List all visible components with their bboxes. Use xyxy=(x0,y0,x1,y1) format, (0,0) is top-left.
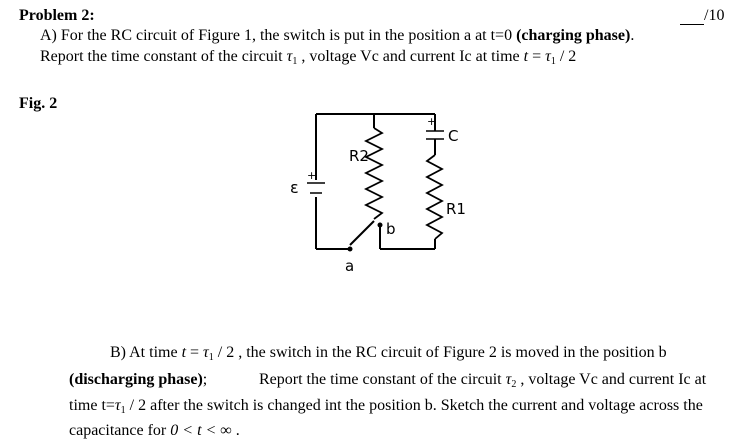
switch-position-b-label: b xyxy=(386,220,396,238)
part-b-line-4: capacitance for 0 < t < ∞ . xyxy=(69,422,240,439)
part-b-line-2-right: Report the time constant of the circuit … xyxy=(259,371,707,390)
discharging-phase-label: (discharging phase) xyxy=(69,371,203,388)
figure-caption: Fig. 2 xyxy=(19,95,58,112)
part-b-line-2-left: (discharging phase); xyxy=(69,371,208,388)
switch-blade xyxy=(349,220,375,246)
problem-title: Problem 2: xyxy=(19,7,95,24)
part-a-line-1: A) For the RC circuit of Figure 1, the s… xyxy=(40,27,635,44)
score-blank xyxy=(680,12,704,25)
r1-resistor xyxy=(425,154,444,240)
r1-label: R1 xyxy=(446,200,466,218)
charging-phase-label: (charging phase) xyxy=(516,27,631,44)
r2-resistor xyxy=(363,127,385,220)
r2-label: R2 xyxy=(349,147,369,165)
emf-label: ε xyxy=(290,178,299,197)
battery-plus-sign: + xyxy=(307,169,316,182)
part-a-line-2: Report the time constant of the circuit … xyxy=(40,48,577,67)
contact-a xyxy=(347,246,353,252)
part-b-line-3: time t=τ1 / 2 after the switch is change… xyxy=(69,397,703,416)
capacitor-plus-sign: + xyxy=(427,115,436,128)
capacitor-label: C xyxy=(448,127,458,145)
score: /10 xyxy=(680,7,724,25)
rc-circuit-diagram: ε + R2 R1 C + a b xyxy=(290,113,466,275)
part-b-line-1: B) At time t = τ1 / 2 , the switch in th… xyxy=(110,344,667,363)
switch-position-a-label: a xyxy=(345,257,354,275)
